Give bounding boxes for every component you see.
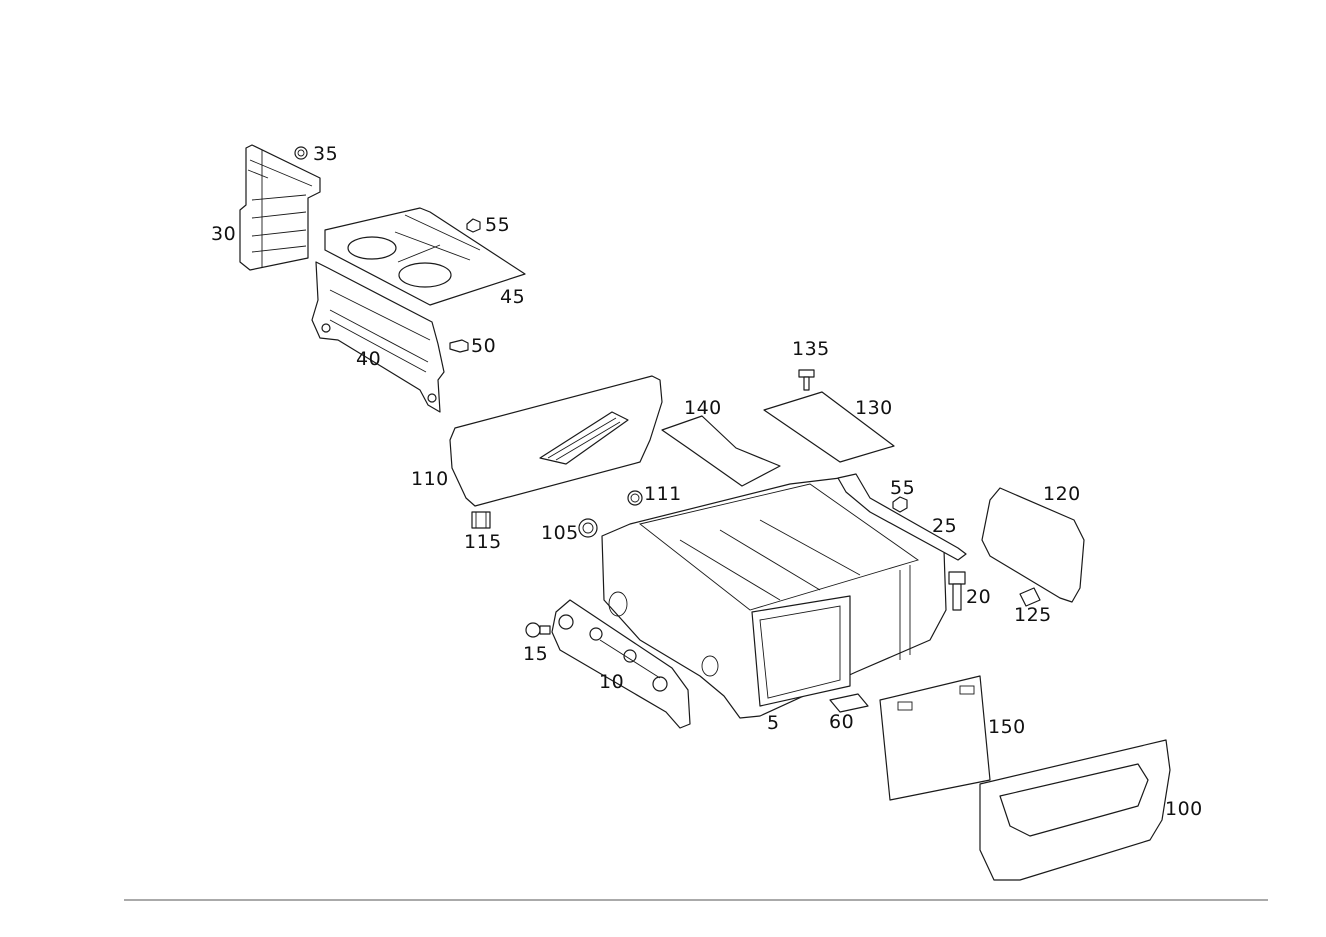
part-30-bracket [239,144,321,271]
callout-10: 10 [599,671,624,693]
part-60-pad [829,693,869,713]
callout-55-lower: 55 [890,477,915,499]
part-110-honeycomb-panel [449,375,663,507]
callout-110: 110 [411,468,449,490]
part-25-bracket [837,473,967,561]
part-10-mounting-rail [551,599,691,729]
part-111-grommet [627,490,643,506]
part-45-tray [324,207,526,306]
part-125-clip [1019,587,1041,607]
callout-140: 140 [684,397,722,419]
callout-125: 125 [1014,604,1052,626]
part-55-nut-lower [892,496,908,513]
part-5-console-housing [601,477,947,719]
callout-111: 111 [644,483,682,505]
part-100-trim-cover [979,739,1171,881]
part-20-bolt [948,571,966,611]
part-55-nut-upper [466,218,481,233]
part-120-honeycomb-panel [981,487,1085,603]
part-15-screw [525,622,551,638]
part-140-gasket [661,415,781,487]
part-105-grommet [578,518,598,538]
part-50-screw [449,339,469,353]
callout-40: 40 [356,348,381,370]
callout-30: 30 [211,223,236,245]
callout-115: 115 [464,531,502,553]
part-40-bracket [311,261,445,413]
part-150-lid [879,675,991,801]
callout-50: 50 [471,335,496,357]
part-115-clip [471,511,491,529]
callout-100: 100 [1165,798,1203,820]
callout-150: 150 [988,716,1026,738]
callout-55-upper: 55 [485,214,510,236]
callout-45: 45 [500,286,525,308]
callout-105: 105 [541,522,579,544]
callout-35: 35 [313,143,338,165]
part-135-screw [798,369,815,391]
callout-5: 5 [767,712,780,734]
callout-20: 20 [966,586,991,608]
callout-15: 15 [523,643,548,665]
callout-135: 135 [792,338,830,360]
part-35-nut [294,146,308,160]
callout-25: 25 [932,515,957,537]
part-130-cover-plate [763,391,895,463]
callout-130: 130 [855,397,893,419]
callout-60: 60 [829,711,854,733]
callout-120: 120 [1043,483,1081,505]
